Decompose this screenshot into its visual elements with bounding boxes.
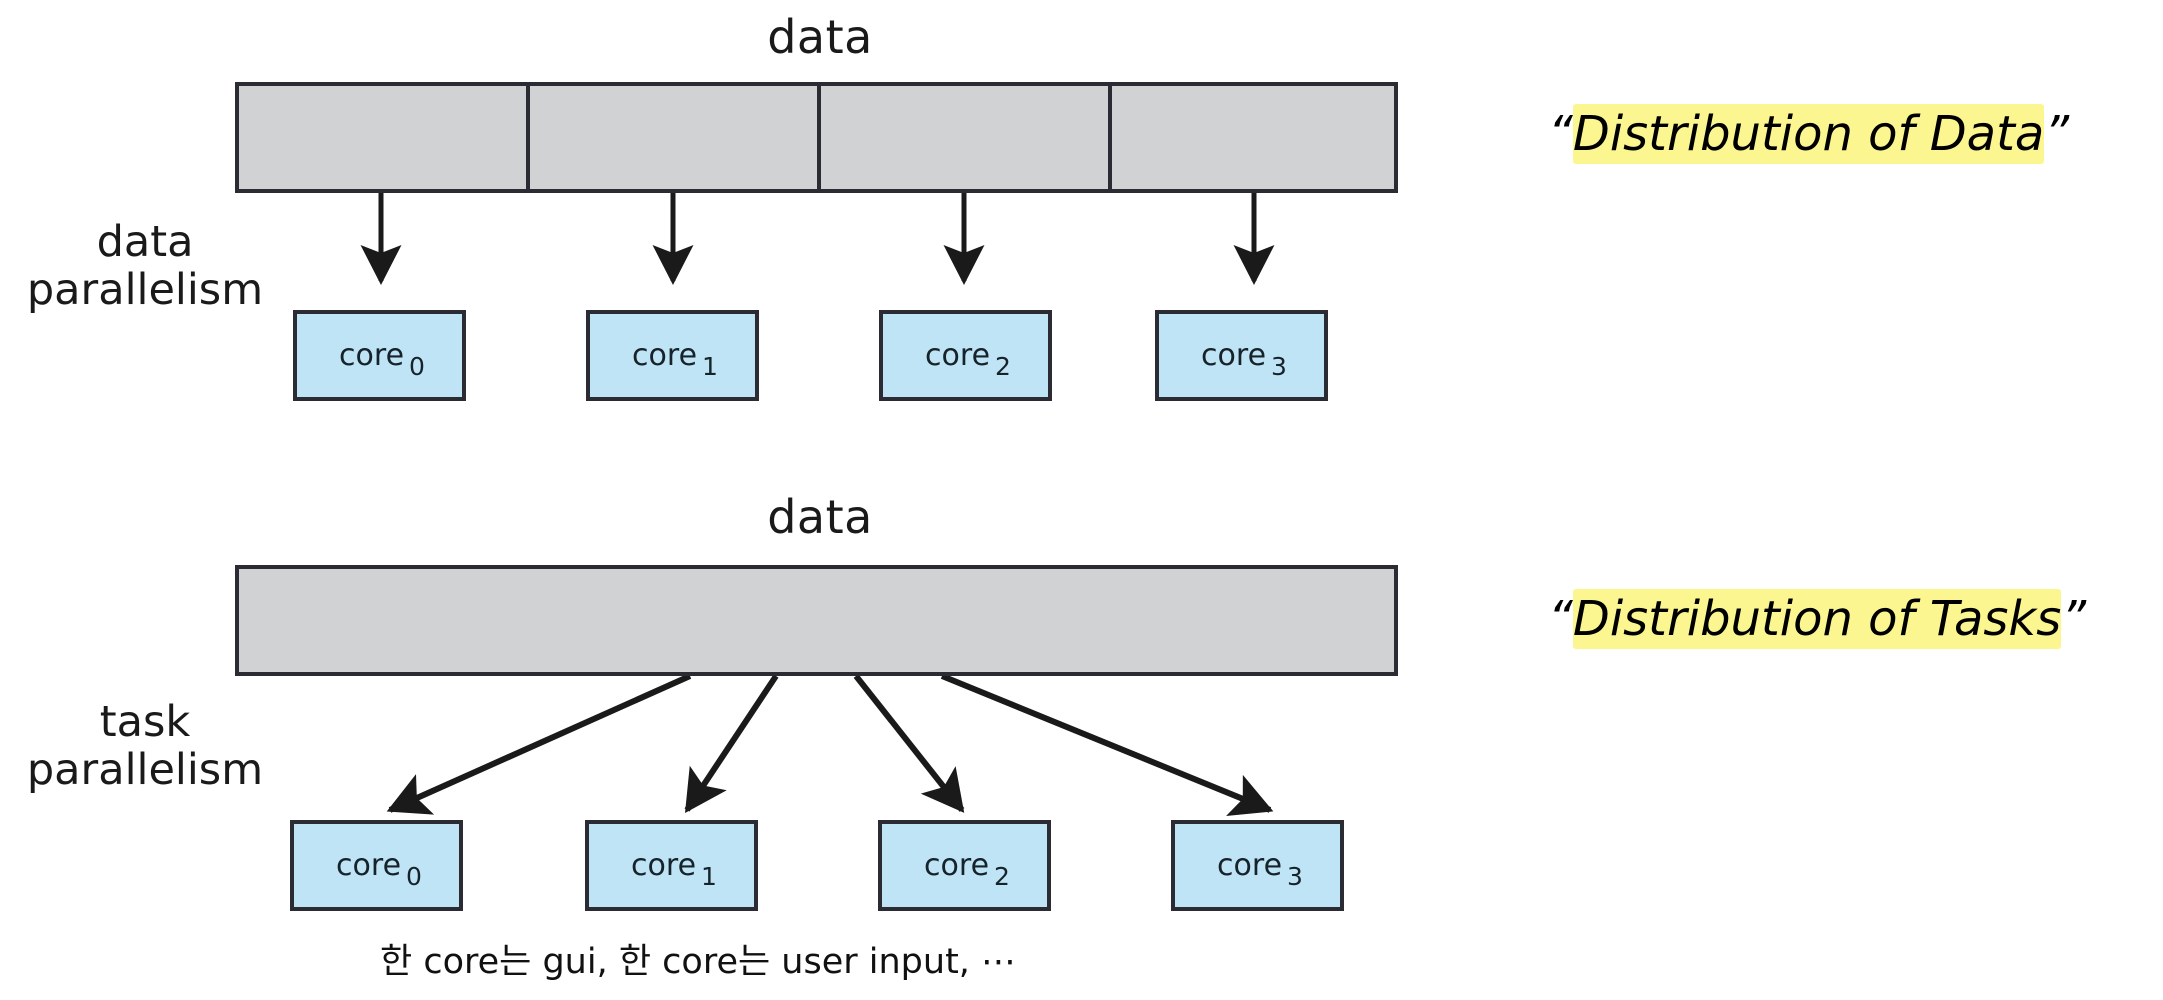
side-label-line-2: parallelism (26, 745, 264, 796)
data-parallelism-side-label: data parallelism (20, 218, 270, 314)
core-name: core (632, 337, 698, 373)
bottom-data-title: data (767, 490, 873, 544)
core-name: core (1217, 847, 1283, 883)
close-quote: ” (2061, 591, 2087, 647)
task-parallelism-arrows (386, 673, 1274, 817)
core-index: 0 (409, 351, 425, 381)
core-index: 2 (994, 861, 1010, 891)
side-label-line-1: task (99, 697, 191, 747)
bar-divider-3 (1108, 86, 1112, 189)
annotation-distribution-of-data: “Distribution of Data” (1548, 104, 2069, 164)
top-data-title: data (767, 10, 873, 64)
core-index: 2 (995, 351, 1011, 381)
side-label-line-2: parallelism (26, 265, 264, 316)
top-data-bar (235, 82, 1398, 193)
core-index: 3 (1271, 351, 1287, 381)
core-name: core (924, 847, 990, 883)
open-quote: “ (1548, 591, 1573, 647)
core-name: core (925, 337, 991, 373)
core-index: 0 (406, 861, 422, 891)
open-quote: “ (1548, 106, 1573, 162)
side-label-line-1: data (96, 217, 194, 267)
core-name: core (336, 847, 402, 883)
close-quote: ” (2044, 106, 2070, 162)
annotation-text: Distribution of Data (1572, 104, 2045, 164)
annotation-distribution-of-tasks: “Distribution of Tasks” (1548, 589, 2086, 649)
core-index: 1 (701, 861, 717, 891)
bar-divider-2 (817, 86, 821, 189)
bottom-data-bar (235, 565, 1398, 676)
core-name: core (1201, 337, 1267, 373)
core-index: 1 (702, 351, 718, 381)
korean-caption: 한 core는 gui, 한 core는 user input, ⋯ (380, 942, 1017, 982)
core-name: core (631, 847, 697, 883)
core-name: core (339, 337, 405, 373)
core-index: 3 (1287, 861, 1303, 891)
annotation-text: Distribution of Tasks (1572, 589, 2062, 649)
bar-divider-1 (526, 86, 530, 189)
task-parallelism-side-label: task parallelism (20, 698, 270, 794)
